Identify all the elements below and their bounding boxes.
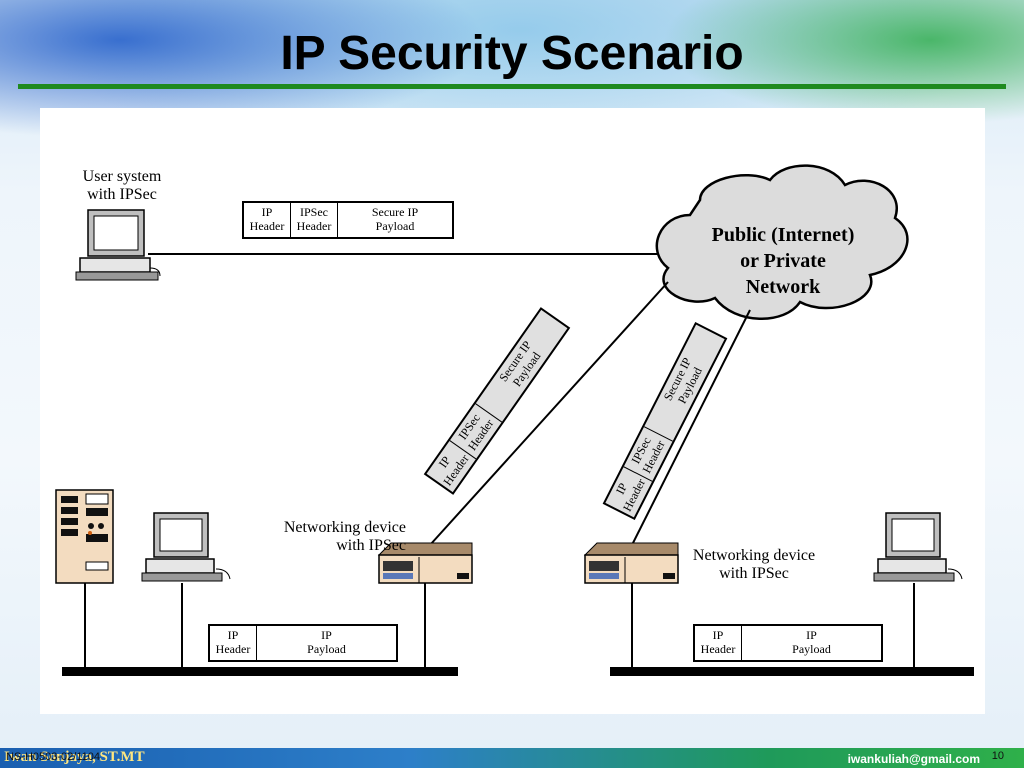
lan-bus-right: [610, 667, 974, 676]
plain-packet-right: IP Header IP Payload: [693, 624, 883, 662]
page-number: 10: [991, 750, 1004, 762]
secure-packet-top: IP Header IPSec Header Secure IP Payload: [242, 201, 454, 239]
packet-cell-ip-header: IP Header: [244, 203, 291, 237]
title-underline: [18, 84, 1006, 89]
lan-computer-left-icon: [141, 512, 231, 582]
packet-cell-ip-payload: IP Payload: [792, 628, 831, 656]
user-system-label: User system with IPSec: [82, 168, 162, 204]
slide-title: IP Security Scenario: [280, 27, 744, 80]
footer-bar: [0, 748, 1024, 768]
network-device-right-icon: [583, 542, 679, 584]
packet-cell-ipsec-header: IPSec Header: [291, 203, 338, 237]
plain-packet-left: IP Header IP Payload: [208, 624, 398, 662]
server-icon: [55, 489, 114, 584]
packet-cell-ip-payload: IP Payload: [307, 628, 346, 656]
lan-computer-right-icon: [873, 512, 963, 582]
packet-cell-ip-header: IP Header: [695, 626, 742, 660]
device-right-label: Networking device with IPSec: [692, 547, 816, 583]
packet-cell-secure-payload: Secure IP Payload: [371, 205, 419, 233]
network-device-left-icon: [377, 542, 473, 584]
user-computer-icon: [75, 209, 161, 281]
cloud-label: Public (Internet) or Private Network: [711, 224, 855, 298]
link-left-device-to-cloud: [429, 281, 669, 546]
packet-cell-ip-header: IP Header: [210, 626, 257, 660]
lan-bus-left: [62, 667, 458, 676]
network-cloud: [655, 164, 909, 320]
footer-email: iwankuliah@gmail.com: [847, 752, 980, 766]
footer-author: Iwan Sonjaya, ST.MT: [4, 749, 145, 765]
link-right-device-to-cloud: [631, 309, 751, 546]
footer-code: NS-H0503-02/1104: [6, 751, 100, 763]
device-left-label: Networking device with IPSec: [283, 519, 406, 555]
